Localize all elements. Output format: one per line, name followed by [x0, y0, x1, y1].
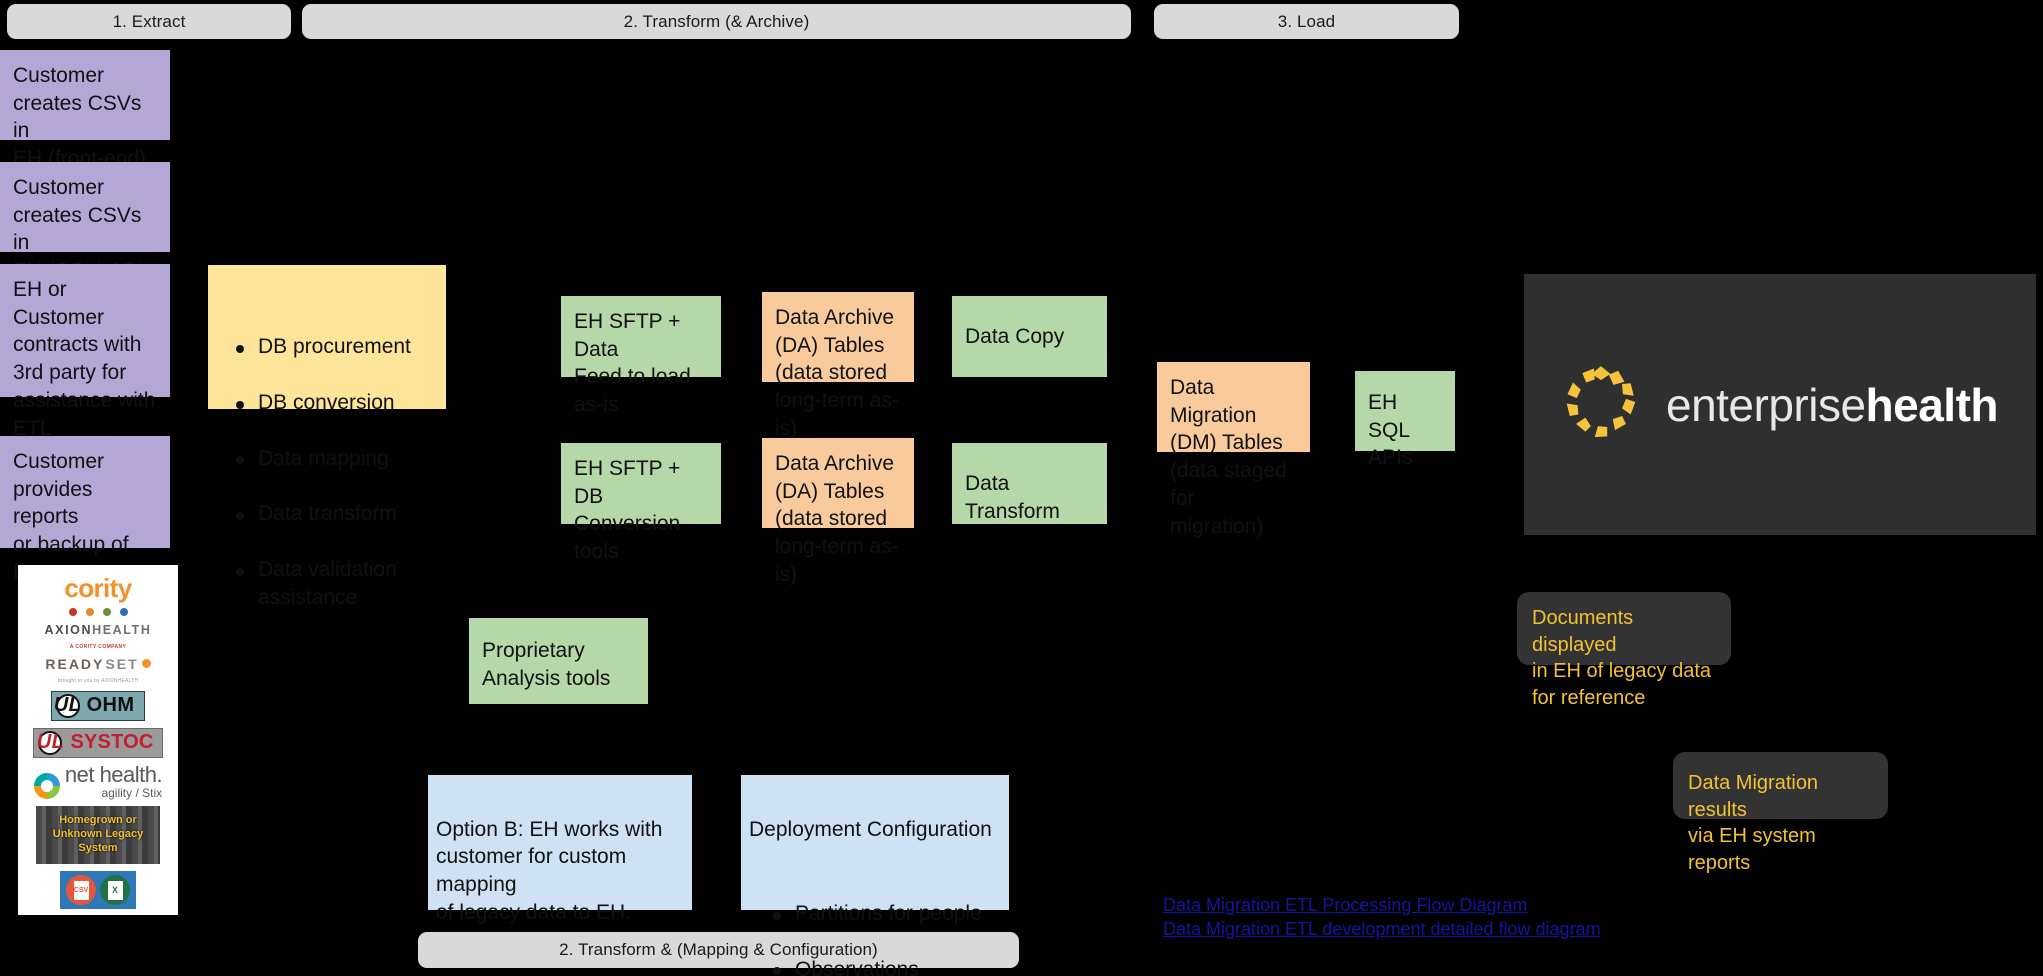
box-proprietary-analysis-tools[interactable]: Proprietary Analysis tools [469, 618, 648, 704]
homegrown-legacy-label: Homegrown or Unknown Legacy System [52, 814, 144, 854]
phase-header-transform-archive[interactable]: 2. Transform (& Archive) [302, 4, 1131, 39]
deployment-lead-text: Deployment Configuration [749, 817, 992, 841]
phase-header-transform-archive-label: 2. Transform (& Archive) [623, 11, 810, 31]
readyset-set: SET [105, 655, 139, 672]
brand-word-health: health [1865, 378, 1999, 431]
box-eh-sftp-data-feed[interactable]: EH SFTP + Data Feed to load as-is [561, 296, 721, 416]
axion-health-word: HEALTH [92, 623, 152, 637]
option-b-list: CVX codes Observations [436, 955, 684, 976]
task-item: DB procurement [236, 333, 436, 361]
box-data-archive-tables-2[interactable]: Data Archive (DA) Tables (data stored lo… [762, 438, 914, 586]
third-party-task-list: DB procurement DB conversion Data mappin… [212, 306, 436, 640]
phase-header-extract[interactable]: 1. Extract [7, 4, 291, 39]
callout-data-migration-results[interactable]: Data Migration results via EH system rep… [1673, 752, 1888, 874]
homegrown-legacy-photo: Homegrown or Unknown Legacy System [36, 805, 160, 864]
box-customer-creates-csv-sql[interactable]: Customer creates CSVs in EH (SQL) API fo… [0, 162, 170, 310]
box-deployment-configuration[interactable]: Deployment Configuration Partitions for … [741, 775, 1009, 976]
box-third-party-contract[interactable]: EH or Customer contracts with 3rd party … [0, 264, 170, 440]
net-health-logo: net health. agility / Stix [33, 761, 163, 800]
axion-dots-icon [68, 608, 128, 616]
task-item: DB conversion [236, 389, 436, 417]
box-customer-provides-reports[interactable]: Customer provides reports or backup of L… [0, 436, 170, 584]
net-health-word: net health. [64, 761, 163, 787]
ul-systoc-logo: UL SYSTOC [33, 727, 163, 758]
box-third-party-tasks[interactable]: DB procurement DB conversion Data mappin… [208, 265, 446, 609]
phase-header-transform-mapping[interactable]: 2. Transform & (Mapping & Configuration) [418, 932, 1019, 968]
brand-word-enterprise: enterprise [1665, 378, 1866, 431]
net-health-ring-icon [33, 772, 60, 799]
box-data-transform[interactable]: Data Transform [952, 443, 1107, 524]
option-b-lead-text: Option B: EH works with customer for cus… [436, 817, 663, 924]
csv-file-icon: CSV [66, 875, 96, 905]
ohm-word: OHM [86, 694, 135, 716]
readyset-dot-icon [141, 659, 151, 668]
box-eh-sftp-db-conversion[interactable]: EH SFTP + DB Conversion tools [561, 443, 721, 563]
callout-documents-displayed[interactable]: Documents displayed in EH of legacy data… [1517, 592, 1731, 709]
legacy-systems-logo-card: cority AXIONHEALTH A CORITY COMPANY READ… [18, 565, 178, 915]
task-item: Data validation assistance [236, 556, 436, 612]
box-customer-creates-csv-frontend[interactable]: Customer creates CSVs in EH (front-end) … [0, 50, 170, 198]
task-item: Data transform [236, 500, 436, 528]
ul-ohm-logo: UL OHM [50, 690, 146, 721]
deployment-item: Partitions for people [773, 900, 1001, 928]
ul-mark-icon-2: UL [36, 730, 64, 755]
excel-file-icon: X [100, 875, 130, 905]
box-data-archive-tables-1[interactable]: Data Archive (DA) Tables (data stored lo… [762, 292, 914, 440]
enterprise-health-brand-panel: enterprisehealth [1524, 274, 2036, 535]
ul-mark-icon: UL [53, 693, 82, 718]
box-eh-sql-apis[interactable]: EH SQL APIs [1355, 371, 1455, 469]
phase-header-extract-label: 1. Extract [112, 11, 186, 31]
reference-links: Data Migration ETL Processing Flow Diagr… [1163, 893, 1633, 942]
phase-header-load[interactable]: 3. Load [1154, 4, 1459, 39]
deployment-list: Partitions for people Observations Healt… [749, 872, 1001, 976]
deployment-item: Observations [773, 956, 1001, 976]
systoc-word: SYSTOC [70, 731, 154, 753]
box-option-b-custom-mapping[interactable]: Option B: EH works with customer for cus… [428, 775, 692, 924]
link-etl-development-detailed-flow-diagram[interactable]: Data Migration ETL development detailed … [1163, 919, 1601, 940]
file-formats-icons: CSV X [60, 871, 136, 909]
axion-word: AXION [44, 623, 93, 637]
readyset-ready: READY [45, 655, 105, 672]
readyset-tagline: brought to you by AXIONHEALTH [57, 677, 139, 684]
enterprise-health-sun-icon [1562, 363, 1640, 446]
cority-logo: cority [64, 573, 132, 603]
link-etl-processing-flow-diagram[interactable]: Data Migration ETL Processing Flow Diagr… [1163, 895, 1528, 915]
box-data-copy[interactable]: Data Copy [952, 296, 1107, 377]
task-item: Data mapping [236, 445, 436, 473]
phase-header-load-label: 3. Load [1277, 11, 1336, 31]
axionhealth-logo: AXIONHEALTH [45, 624, 152, 637]
box-data-migration-tables[interactable]: Data Migration (DM) Tables (data staged … [1157, 362, 1310, 538]
enterprise-health-wordmark: enterprisehealth [1665, 378, 1999, 432]
axion-tagline: A CORITY COMPANY [69, 643, 127, 650]
net-health-sub: agility / Stix [101, 785, 163, 800]
phase-header-transform-mapping-label: 2. Transform & (Mapping & Configuration) [559, 940, 878, 959]
